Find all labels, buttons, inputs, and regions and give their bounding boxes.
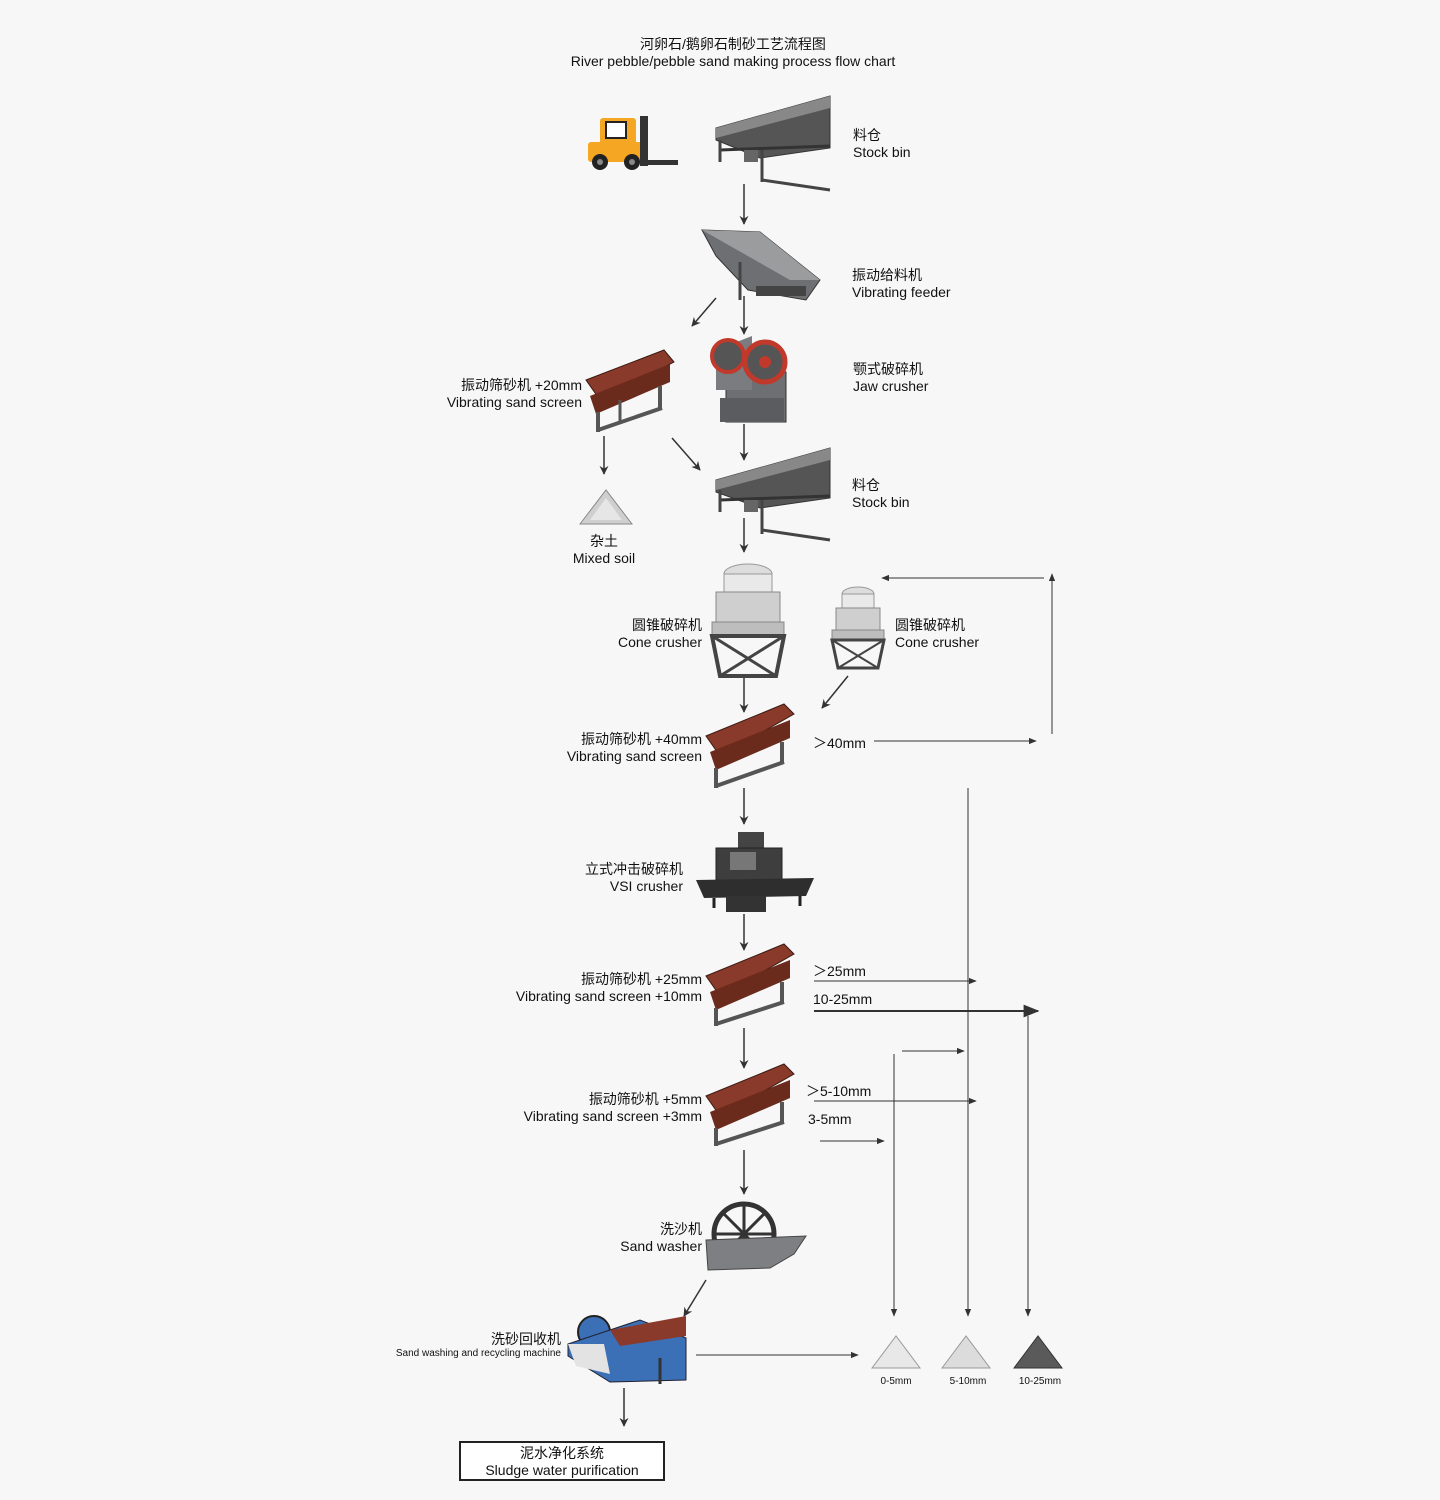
vibrating-screen-5-3-machine	[705, 1063, 795, 1146]
pile-10-25mm-icon	[1013, 1335, 1063, 1369]
cone-crusher-1-label-en: Cone crusher	[617, 634, 702, 650]
mixed-soil-label-en: Mixed soil	[572, 550, 636, 566]
jaw-crusher-label-en: Jaw crusher	[853, 378, 929, 394]
forklift-icon	[588, 116, 678, 170]
screen-20-label: 振动筛砂机 +20mm Vibrating sand screen	[447, 377, 582, 411]
stock-bin-2-machine	[715, 447, 831, 542]
size-gt25-label: ＞25mm	[813, 963, 866, 979]
diagram-title: 河卵石/鹅卵石制砂工艺流程图 River pebble/pebble sand …	[420, 36, 1046, 70]
recycling-machine	[567, 1315, 687, 1384]
product-10-25mm-label: 10-25mm	[1018, 1376, 1062, 1387]
vsi-crusher-label-zh: 立式冲击破碎机	[585, 861, 683, 877]
vsi-crusher-label-en: VSI crusher	[609, 878, 683, 894]
recycling-label-zh: 洗砂回收机	[491, 1331, 561, 1347]
cone-crusher-2-label: 圆锥破碎机 Cone crusher	[895, 617, 979, 651]
screen-40-label-zh: 振动筛砂机 +40mm	[581, 731, 702, 747]
vibrating-feeder-label-zh: 振动给料机	[852, 267, 922, 283]
screen-25-10-label: 振动筛砂机 +25mm Vibrating sand screen +10mm	[516, 971, 702, 1005]
stock-bin-1-label: 料仓 Stock bin	[853, 127, 911, 161]
recycling-label: 洗砂回收机 Sand washing and recycling machine	[396, 1331, 561, 1360]
jaw-crusher-machine	[710, 336, 788, 423]
vsi-crusher-machine	[696, 832, 814, 912]
screen-25-10-label-zh: 振动筛砂机 +25mm	[581, 971, 702, 987]
main-flow-arrows	[599, 184, 849, 1427]
cone-crusher-1-label-zh: 圆锥破碎机	[632, 617, 702, 633]
vibrating-feeder-machine	[701, 229, 821, 301]
cone-crusher-2-label-zh: 圆锥破碎机	[895, 617, 965, 633]
stock-bin-1-label-en: Stock bin	[853, 144, 911, 160]
sand-washer-machine	[705, 1201, 807, 1271]
size-3-5-label: 3-5mm	[808, 1111, 852, 1127]
vibrating-feeder-label: 振动给料机 Vibrating feeder	[852, 267, 951, 301]
sludge-water-box: 泥水净化系统 Sludge water purification	[459, 1441, 665, 1481]
mixed-soil-pile-icon	[578, 489, 634, 525]
jaw-crusher-label: 颚式破碎机 Jaw crusher	[853, 361, 928, 395]
pile-0-5mm-icon	[871, 1335, 921, 1369]
sludge-label-en: Sludge water purification	[485, 1462, 639, 1478]
size-gt40-label: ＞40mm	[813, 735, 866, 751]
sand-washer-label: 洗沙机 Sand washer	[620, 1221, 702, 1255]
sludge-label-zh: 泥水净化系统	[520, 1445, 604, 1461]
stock-bin-2-label-en: Stock bin	[852, 494, 910, 510]
stock-bin-1-machine	[715, 95, 831, 192]
size-5-10-label: ＞5-10mm	[806, 1083, 872, 1099]
vibrating-screen-25-10-machine	[705, 943, 795, 1026]
cone-crusher-2-machine	[830, 586, 886, 670]
sand-washer-label-zh: 洗沙机	[660, 1221, 702, 1237]
screen-5-3-label-zh: 振动筛砂机 +5mm	[588, 1091, 702, 1107]
screen-5-3-label-en: Vibrating sand screen +3mm	[523, 1108, 702, 1124]
screen-25-10-label-en: Vibrating sand screen +10mm	[515, 988, 702, 1004]
vibrating-feeder-label-en: Vibrating feeder	[852, 284, 951, 300]
cone-crusher-2-label-en: Cone crusher	[895, 634, 980, 650]
stock-bin-2-label: 料仓 Stock bin	[852, 477, 910, 511]
stock-bin-1-label-zh: 料仓	[853, 127, 881, 143]
diagram-title-en: River pebble/pebble sand making process …	[570, 53, 896, 69]
recycling-label-en: Sand washing and recycling machine	[395, 1348, 561, 1359]
vsi-crusher-label: 立式冲击破碎机 VSI crusher	[585, 861, 683, 895]
sand-washer-label-en: Sand washer	[620, 1238, 702, 1254]
product-flow-lines	[696, 573, 1056, 1359]
cone-crusher-1-label: 圆锥破碎机 Cone crusher	[618, 617, 702, 651]
mixed-soil-label: 杂土 Mixed soil	[564, 533, 644, 567]
screen-40-label-en: Vibrating sand screen	[566, 748, 702, 764]
jaw-crusher-label-zh: 颚式破碎机	[853, 361, 923, 377]
mixed-soil-label-zh: 杂土	[590, 533, 618, 549]
product-5-10mm-label: 5-10mm	[949, 1376, 987, 1387]
vibrating-screen-40-machine	[705, 703, 795, 788]
cone-crusher-1-machine	[709, 563, 787, 678]
vibrating-screen-20-machine	[585, 349, 675, 432]
screen-40-label: 振动筛砂机 +40mm Vibrating sand screen	[567, 731, 702, 765]
screen-20-label-zh: 振动筛砂机 +20mm	[461, 377, 582, 393]
stock-bin-2-label-zh: 料仓	[852, 477, 880, 493]
pile-5-10mm-icon	[941, 1335, 991, 1369]
screen-5-3-label: 振动筛砂机 +5mm Vibrating sand screen +3mm	[524, 1091, 702, 1125]
screen-20-label-en: Vibrating sand screen	[446, 394, 582, 410]
product-0-5mm-label: 0-5mm	[880, 1376, 912, 1387]
diagram-title-zh: 河卵石/鹅卵石制砂工艺流程图	[640, 36, 826, 52]
size-10-25-label: 10-25mm	[813, 991, 873, 1007]
